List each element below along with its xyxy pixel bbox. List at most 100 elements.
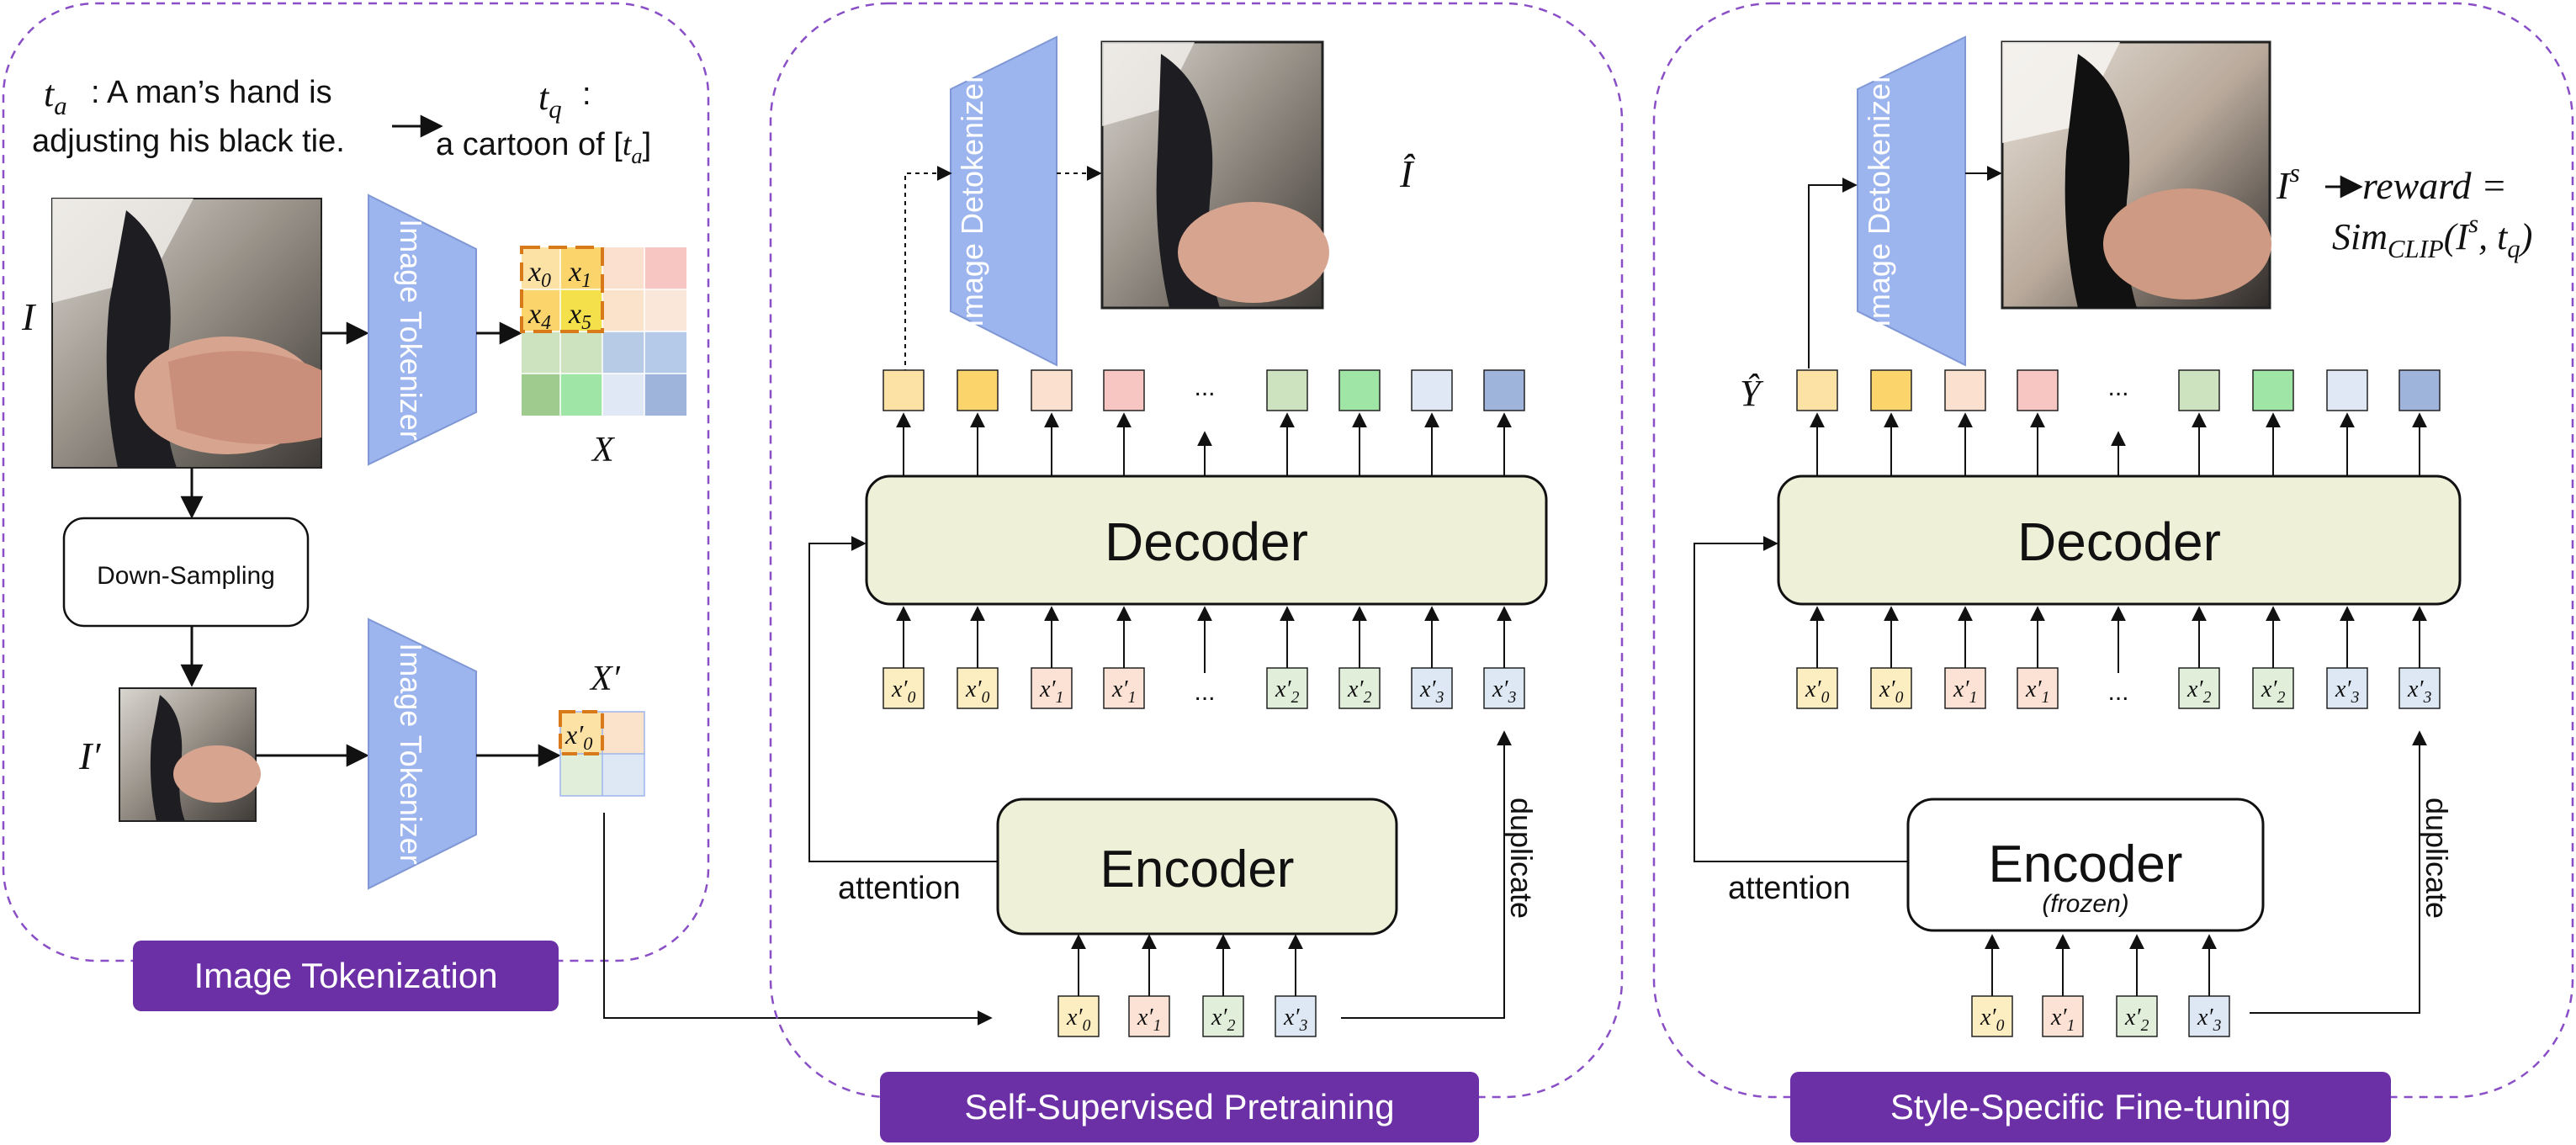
input-token-label: x′3 (2335, 676, 2360, 707)
arrow-to-detokenizer-right (1808, 178, 1858, 368)
decoder-mid-label: Decoder (1105, 512, 1308, 572)
grid-x-prime-0: x′0 (564, 719, 592, 754)
output-token-row-mid: ... (883, 369, 1525, 476)
pretraining-panel: Image Detokenizer Î ... Decoder x′0 x′0 x′… (769, 2, 1624, 1142)
output-token (2398, 369, 2441, 411)
grid-x5: x5 (568, 299, 591, 334)
input-token (1870, 667, 1912, 709)
I-hat-symbol: Î (1399, 152, 1416, 195)
encoder-mid-label: Encoder (1100, 840, 1295, 899)
input-token (2398, 667, 2441, 709)
output-token (2326, 369, 2368, 411)
input-token (1483, 667, 1525, 709)
input-token-label: x′3 (1419, 676, 1444, 707)
encoder-input-token-label: x′2 (2124, 1005, 2149, 1035)
attention-mid-label: attention (838, 871, 961, 906)
frozen-label: (frozen) (2042, 890, 2128, 918)
input-token (1266, 667, 1308, 709)
input-token (957, 667, 999, 709)
input-token (2178, 667, 2220, 709)
output-token (2017, 369, 2059, 411)
encoder-right-box (1906, 798, 2265, 932)
reward-line2: SimCLIP(Is, tq) (2332, 209, 2532, 263)
encoder-input-token-label: x′3 (1283, 1005, 1308, 1035)
image-detokenizer-mid: Image Detokenizer (950, 35, 1057, 367)
connector-to-pretraining (603, 813, 993, 1026)
duplicate-mid-label: duplicate (1504, 798, 1539, 919)
input-token (1031, 667, 1073, 709)
attention-arrow-mid (808, 536, 998, 862)
detokenizer-right-label: Image Detokenizer (1862, 73, 1896, 327)
encoder-input-token-label: x′0 (1066, 1005, 1091, 1035)
output-token (1103, 369, 1145, 411)
encoder-input-token (2188, 995, 2230, 1037)
output-token-row-right: ... (1796, 369, 2441, 476)
tokenization-panel: ta : A man’s hand is adjusting his black… (2, 2, 993, 1026)
attention-right-label: attention (1728, 871, 1851, 906)
input-token-label: x′1 (1111, 676, 1136, 707)
t-q-caption: a cartoon of [ta] (436, 127, 651, 168)
reward-line1: reward = (2362, 164, 2507, 207)
tokenizer-bottom-label: Image Tokenizer (394, 643, 428, 864)
token-grid-X-prime: x′0 (559, 710, 645, 797)
decoder-mid-box (865, 474, 1548, 606)
image-tokenizer-bottom: Image Tokenizer (368, 618, 477, 890)
input-token-label: x′0 (965, 676, 990, 707)
output-token (1796, 369, 1838, 411)
tokenization-label: Image Tokenization (193, 956, 497, 995)
image-tokenizer-top: Image Tokenizer (368, 193, 477, 466)
input-token-label: x′1 (2025, 676, 2049, 707)
input-ellipsis: ... (2107, 678, 2128, 706)
input-ellipsis: ... (1194, 678, 1215, 706)
input-token (2017, 667, 2059, 709)
tokenization-label-box (133, 941, 559, 1011)
encoder-input-token-label: x′2 (1211, 1005, 1236, 1035)
output-token (1411, 369, 1453, 411)
t-a-symbol: ta (44, 73, 67, 120)
t-q-symbol: tq (538, 77, 562, 124)
grid-X-prime-symbol: X′ (589, 660, 621, 698)
input-token-label: x′0 (1879, 676, 1904, 707)
detokenizer-mid-label: Image Detokenizer (955, 73, 989, 327)
input-token-label: x′3 (1492, 676, 1517, 707)
downsampled-photo (119, 687, 261, 822)
input-token (1103, 667, 1145, 709)
attention-arrow-right (1693, 536, 1908, 862)
output-ellipsis: ... (2107, 374, 2128, 401)
input-photo (51, 198, 322, 469)
image-detokenizer-right: Image Detokenizer (1857, 35, 1966, 367)
encoder-input-token-label: x′3 (2197, 1005, 2222, 1035)
token-grid-X: x0 x1 x4 x5 (520, 246, 686, 416)
downsampling-label: Down-Sampling (97, 562, 275, 590)
t-q-colon: : (582, 77, 591, 112)
tokenization-panel-border (2, 2, 710, 962)
image-I-prime-symbol: I′ (78, 734, 101, 777)
I-s-symbol: Is (2276, 157, 2300, 207)
output-ellipsis: ... (1194, 374, 1215, 401)
grid-x4: x4 (527, 299, 551, 334)
Y-hat-symbol: Ŷ (1740, 373, 1764, 414)
grid-x0: x0 (527, 257, 551, 292)
encoder-token-row-right: x′0 x′1 x′2 x′3 (1971, 934, 2230, 1037)
t-a-caption-line2: adjusting his black tie. (32, 124, 345, 159)
input-token-label: x′0 (891, 676, 916, 707)
duplicate-right-label: duplicate (2420, 798, 2454, 919)
stylized-photo (2001, 40, 2271, 310)
finetuning-label: Style-Specific Fine-tuning (1890, 1087, 2291, 1126)
encoder-input-token-label: x′0 (1980, 1005, 2005, 1035)
grid-x1: x1 (568, 257, 591, 292)
output-token (1338, 369, 1381, 411)
decoder-right-box (1777, 474, 2462, 606)
image-I-symbol: I (21, 295, 37, 338)
output-token (1944, 369, 1986, 411)
reconstructed-photo (1100, 40, 1329, 310)
encoder-input-token-label: x′1 (2050, 1005, 2075, 1035)
t-a-caption-line1: : A man’s hand is (91, 75, 332, 110)
output-token (1031, 369, 1073, 411)
duplicate-arrow-mid (1341, 730, 1512, 1019)
grid-X-symbol: X (591, 431, 616, 469)
output-token (1483, 369, 1525, 411)
